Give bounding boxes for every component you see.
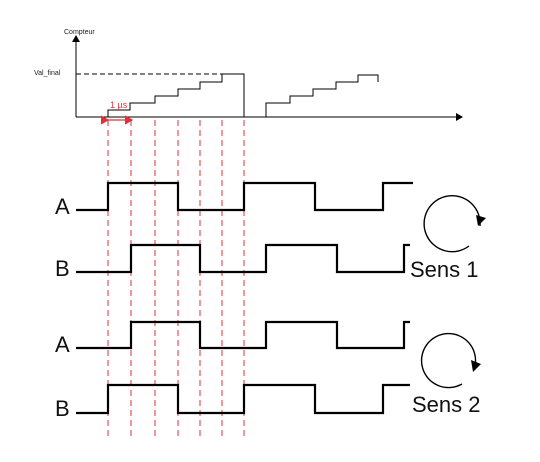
signal-a-label: A xyxy=(55,194,70,219)
direction-1-group: A B Sens 1 xyxy=(55,181,486,282)
signal-b-waveform-sens2 xyxy=(76,383,410,415)
signal-a-waveform-sens1 xyxy=(76,181,413,212)
direction-1-label: Sens 1 xyxy=(410,257,479,282)
counterclockwise-arrow-icon xyxy=(420,332,481,389)
direction-2-group: A B Sens 2 xyxy=(55,320,481,421)
signal-b-label: B xyxy=(55,256,70,281)
clockwise-arrow-icon xyxy=(423,195,486,253)
signal-b-waveform-sens1 xyxy=(76,243,410,274)
signal-a-waveform-sens2 xyxy=(76,320,410,350)
counter-axis-label: Compteur xyxy=(64,29,95,36)
period-label: 1 µs xyxy=(110,100,128,110)
signal-a-label: A xyxy=(55,332,70,357)
alignment-lines xyxy=(107,120,245,440)
final-value-label: Val_final xyxy=(34,70,61,77)
counter-graph: Compteur Val_final 1 µs xyxy=(34,29,463,125)
signal-b-label: B xyxy=(55,396,70,421)
direction-2-label: Sens 2 xyxy=(412,392,481,417)
counter-staircase-2 xyxy=(265,74,379,117)
counter-staircase-1 xyxy=(107,73,245,117)
